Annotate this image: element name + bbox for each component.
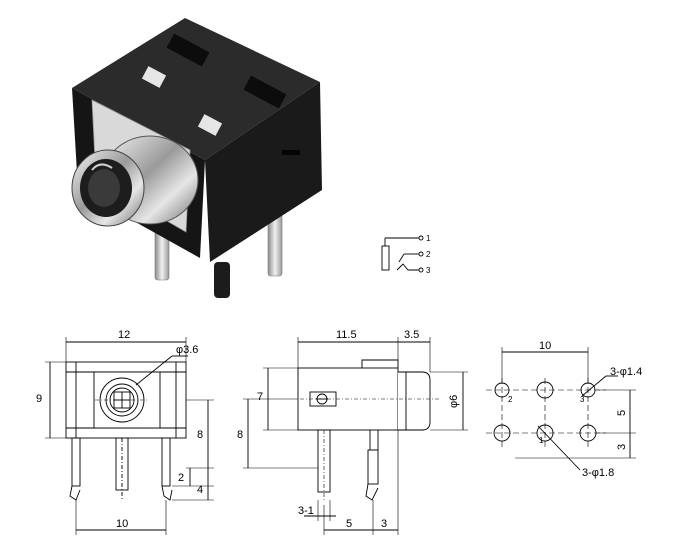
side-nose-dia-label: φ6 [448,395,460,408]
side-view-drawing [243,337,468,535]
front-hole-label: φ3.6 [176,344,198,356]
front-pin-a-label: 2 [178,472,184,484]
schematic-pin-3: 3 [426,266,431,275]
pcb-hole-label-3: 3 [580,395,585,404]
pcb-row-gap-label: 5 [616,410,628,416]
front-height-label: 9 [36,393,42,405]
front-body-height-label: 8 [197,429,203,441]
side-nose-length-label: 3.5 [404,329,419,341]
product-photo [71,18,322,298]
pcb-hole-label-1: 1 [539,436,544,445]
pcb-edge-gap-label: 3 [616,444,628,450]
side-total-height-label: 8 [237,429,243,441]
schematic-symbol [381,235,424,273]
front-pin-b-label: 4 [197,484,203,496]
side-pin-pitch-label: 5 [346,518,352,530]
schematic-pin-1: 1 [426,234,431,243]
pcb-small-holes-label: 3-φ1.4 [610,366,642,378]
front-view-drawing [45,337,214,535]
side-pin-offset-label: 3 [381,518,387,530]
side-body-length-label: 11.5 [336,329,357,341]
pcb-layout-drawing [486,347,636,471]
schematic-pin-2: 2 [426,250,431,259]
side-pin-width-label: 3-1 [298,505,314,517]
pcb-span-label: 10 [539,340,551,352]
side-upper-height-label: 7 [257,391,263,403]
front-width-label: 12 [118,329,130,341]
front-pin-span-label: 10 [116,518,128,530]
pcb-large-holes-label: 3-φ1.8 [582,467,614,479]
pcb-hole-label-2: 2 [508,395,513,404]
